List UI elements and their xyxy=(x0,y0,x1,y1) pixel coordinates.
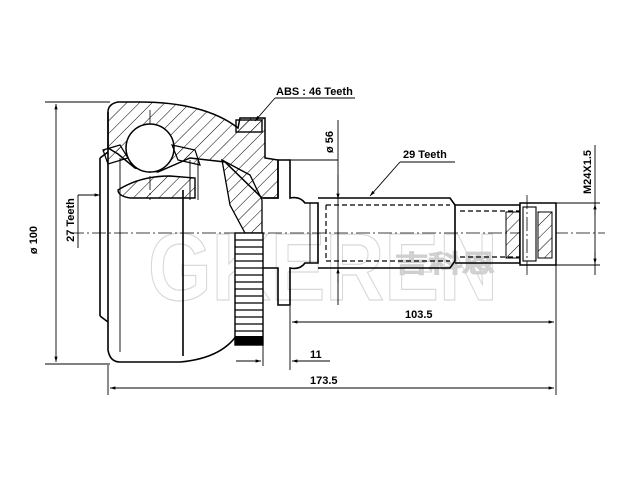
dimension-labels: ø 100 27 Teeth ø 56 29 Teeth ABS : 46 Te… xyxy=(28,86,594,387)
stem-shaft xyxy=(263,159,557,306)
dimension-lines xyxy=(45,97,600,395)
label-abs-offset: 11 xyxy=(310,349,322,361)
label-seal-diameter: ø 56 xyxy=(324,131,336,153)
label-shaft-length: 103.5 xyxy=(405,309,433,321)
label-outer-diameter: ø 100 xyxy=(28,226,40,254)
abs-tone-ring xyxy=(234,232,264,346)
label-27-teeth: 27 Teeth xyxy=(65,198,77,242)
watermark-chinese: 吉科恩 xyxy=(395,250,495,278)
label-thread: M24X1.5 xyxy=(582,150,594,194)
outer-bell-housing xyxy=(99,101,279,363)
label-abs-teeth: ABS : 46 Teeth xyxy=(276,86,353,98)
label-total-length: 173.5 xyxy=(310,375,338,387)
label-29-teeth: 29 Teeth xyxy=(403,149,447,161)
